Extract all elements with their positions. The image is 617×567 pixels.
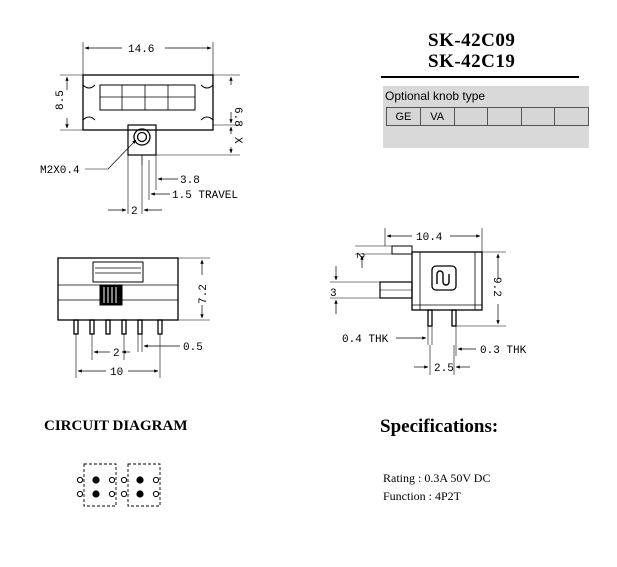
- knob-type-table: GE VA: [386, 107, 589, 126]
- dim-2-side: 2: [353, 252, 365, 259]
- side-view-body: [411, 251, 483, 311]
- dim-2-5: 2.5: [434, 363, 454, 375]
- knob-option-2: VA: [419, 107, 455, 126]
- dim-m2x0-4: M2X0.4: [40, 165, 80, 177]
- knob-option-4: [487, 107, 522, 126]
- dim-0-4-thk: 0.4 THK: [342, 334, 389, 346]
- dim-7-2: 7.2: [198, 284, 210, 304]
- dim-0-5: 0.5: [183, 342, 203, 354]
- knob-option-6: [554, 107, 589, 126]
- dim-3: 3: [330, 288, 337, 300]
- dim-2-front: 2: [113, 348, 120, 360]
- dim-x: X: [231, 137, 243, 144]
- circuit-diagram-heading: CIRCUIT DIAGRAM: [44, 418, 188, 434]
- front-view-body: [57, 257, 179, 321]
- spec-rating: Rating : 0.3A 50V DC: [383, 471, 491, 485]
- knob-type-panel: Optional knob type GE VA: [383, 86, 589, 148]
- dim-6-8: 6.8: [231, 107, 243, 127]
- specifications-heading: Specifications:: [380, 416, 499, 437]
- dim-10: 10: [110, 367, 123, 379]
- dim-14-6: 14.6: [128, 44, 154, 56]
- dim-travel: 1.5 TRAVEL: [172, 190, 238, 202]
- knob-post-circle: [133, 128, 151, 146]
- side-view: [330, 228, 506, 375]
- knob-option-1: GE: [386, 107, 421, 126]
- spec-function: Function : 4P2T: [383, 489, 462, 503]
- knob-option-5: [520, 107, 556, 126]
- dim-8-5: 8.5: [55, 90, 67, 110]
- dim-0-3-thk: 0.3 THK: [480, 345, 527, 357]
- front-view: [57, 257, 210, 378]
- top-view-body: [82, 74, 214, 131]
- title-underline: [381, 76, 579, 78]
- top-view: [60, 42, 240, 214]
- dim-10-4: 10.4: [416, 232, 443, 244]
- circuit-contacts: [76, 476, 160, 498]
- dim-2-top: 2: [131, 206, 138, 218]
- knob-type-title: Optional knob type: [385, 89, 486, 103]
- circuit-diagram: [83, 463, 161, 507]
- model-number-1: SK-42C09: [428, 30, 516, 51]
- dim-3-8: 3.8: [180, 175, 200, 187]
- knob-option-3: [453, 107, 489, 126]
- model-number-2: SK-42C19: [428, 51, 516, 72]
- dim-9-2: 9.2: [490, 277, 502, 297]
